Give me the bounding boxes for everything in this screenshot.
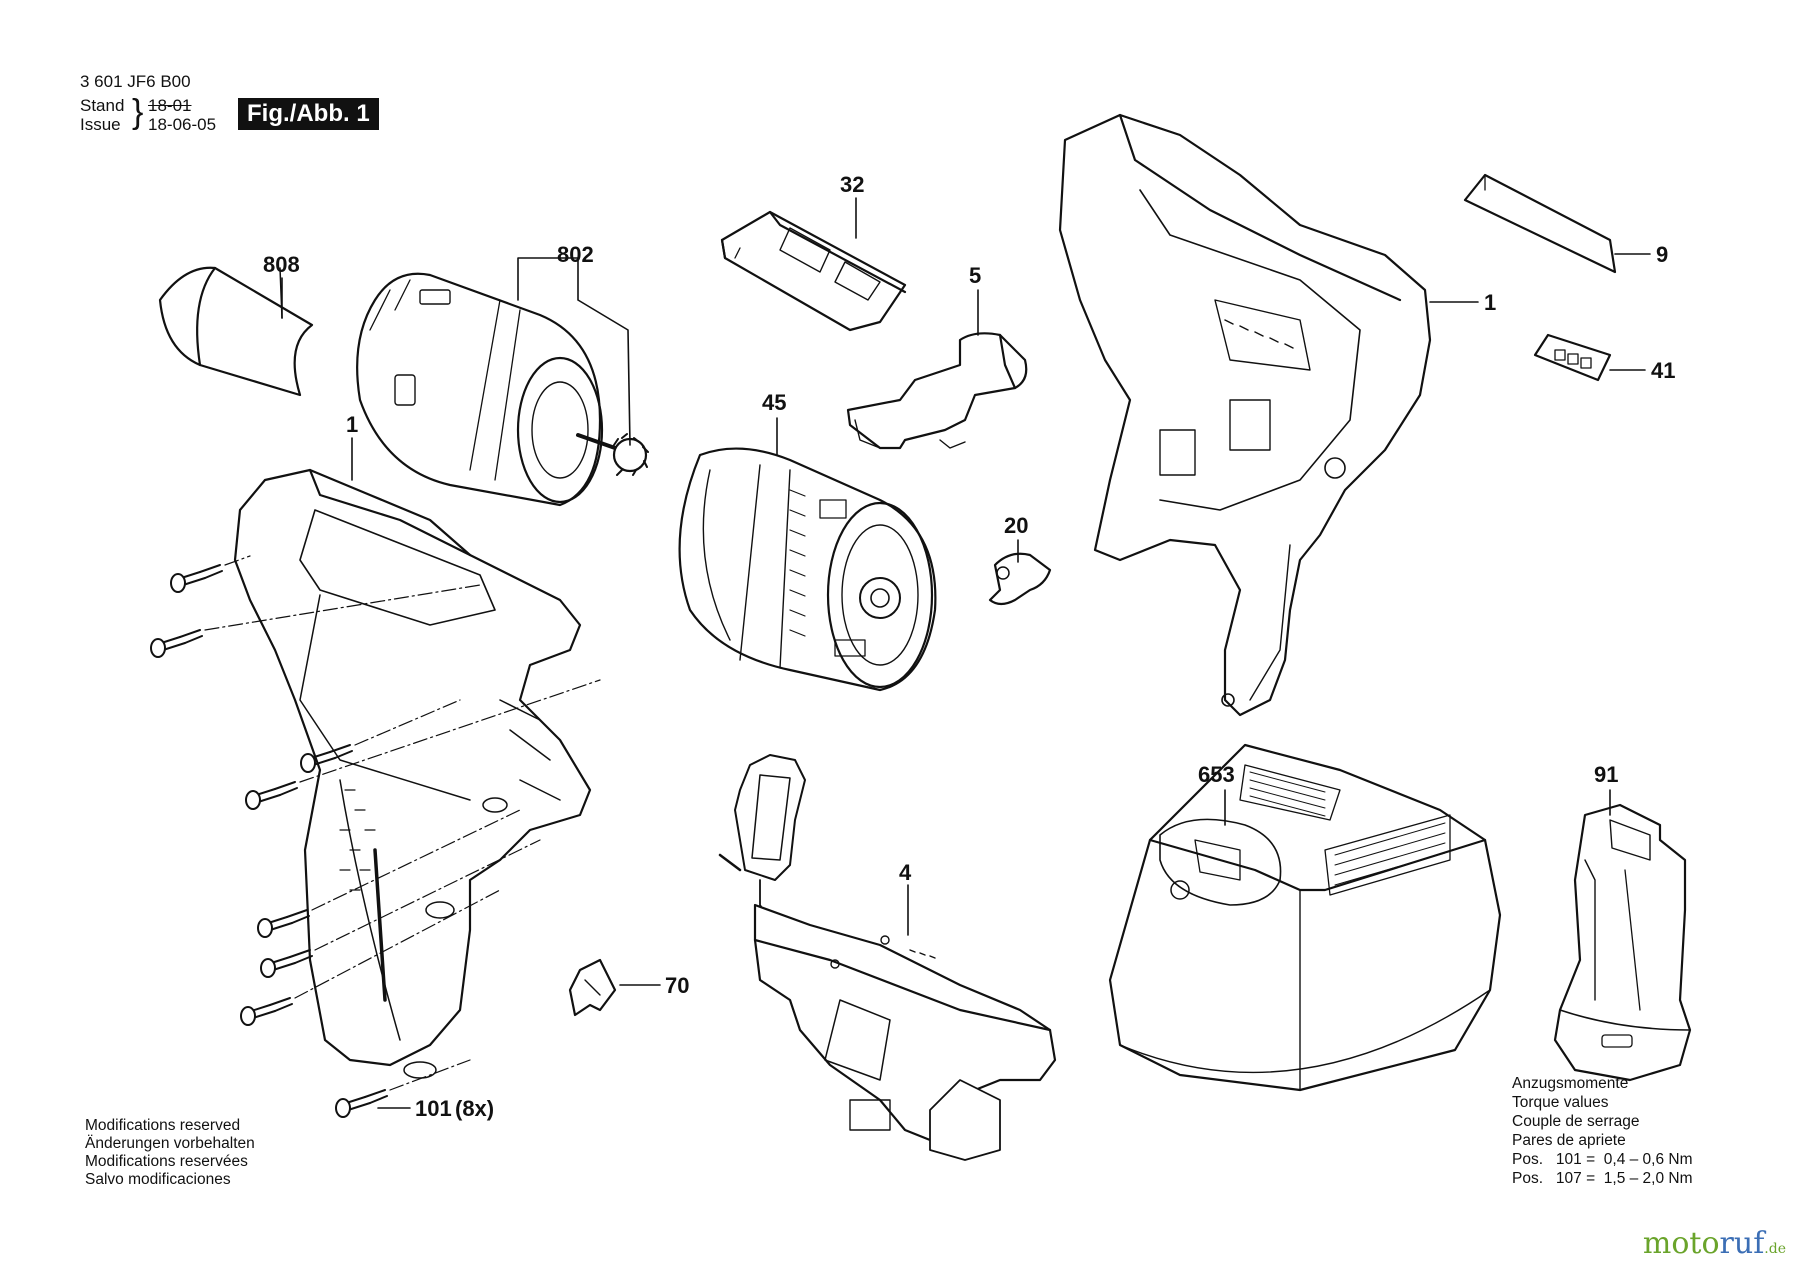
brand-watermark: motoruf.de [1642, 1226, 1786, 1261]
part-802-motor [356, 272, 649, 507]
screws-101 [150, 564, 388, 1118]
label-9: 9 [1656, 242, 1668, 267]
label-70: 70 [665, 973, 689, 998]
part-45-gearbox [678, 447, 937, 692]
screw [245, 781, 298, 810]
figure-badge: Fig./Abb. 1 [238, 98, 379, 130]
stand-label: Stand [80, 96, 125, 115]
torque-row-107: Pos. 107 = 1,5 – 2,0 Nm [1512, 1170, 1693, 1187]
part-number: 3 601 JF6 B00 [80, 72, 191, 91]
part-5-slider [846, 332, 1028, 450]
part-91-battery [1553, 803, 1692, 1082]
modifications-de: Änderungen vorbehalten [85, 1135, 255, 1152]
label-802: 802 [557, 242, 594, 267]
modifications-en: Modifications reserved [85, 1117, 241, 1134]
screw [170, 564, 223, 593]
issue-label: Issue [80, 115, 121, 134]
label-808: 808 [263, 252, 300, 277]
screw [257, 909, 310, 938]
screw [260, 949, 313, 978]
screw [240, 997, 293, 1026]
part-1-left-housing [233, 468, 592, 1079]
part-41-small-label [1533, 333, 1612, 382]
label-4: 4 [899, 860, 912, 885]
modifications-fr: Modifications reservées [85, 1153, 248, 1170]
part-number-labels: 808 802 32 5 1 45 20 1 9 41 653 91 4 70 … [263, 172, 1675, 1121]
label-101: 101 [415, 1096, 452, 1121]
stand-value: 18-01 [148, 96, 192, 115]
modifications-es: Salvo modificaciones [85, 1171, 231, 1188]
leader-lines [281, 197, 1651, 1109]
brace-glyph: } [132, 93, 144, 131]
part-70-spring-clip [568, 958, 617, 1017]
torque-title-de: Anzugsmomente [1512, 1075, 1629, 1092]
issue-value: 18-06-05 [148, 115, 217, 134]
torque-title-es: Pares de apriete [1512, 1132, 1626, 1149]
torque-title-fr: Couple de serrage [1512, 1113, 1640, 1130]
assembly-axes [204, 555, 601, 1091]
screw [335, 1089, 388, 1118]
part-9-label-sticker [1463, 173, 1617, 274]
label-41: 41 [1651, 358, 1675, 383]
torque-title-en: Torque values [1512, 1094, 1609, 1111]
torque-row-101: Pos. 101 = 0,4 – 0,6 Nm [1512, 1151, 1693, 1168]
part-20-clip [988, 552, 1052, 606]
part-1-right-housing [1058, 113, 1432, 717]
label-20: 20 [1004, 513, 1028, 538]
part-808-label-sticker [158, 266, 314, 397]
part-32-slide-switch [720, 210, 907, 332]
label-5: 5 [969, 263, 981, 288]
label-653: 653 [1198, 762, 1235, 787]
label-45: 45 [762, 390, 786, 415]
label-101-qty: (8x) [455, 1096, 494, 1121]
label-1-left: 1 [346, 412, 358, 437]
screw [300, 744, 353, 773]
part-653-charger [1108, 743, 1502, 1092]
part-4-switch-assembly [718, 754, 1057, 1161]
label-1-right: 1 [1484, 290, 1496, 315]
label-91: 91 [1594, 762, 1618, 787]
screw [150, 629, 203, 658]
label-32: 32 [840, 172, 864, 197]
